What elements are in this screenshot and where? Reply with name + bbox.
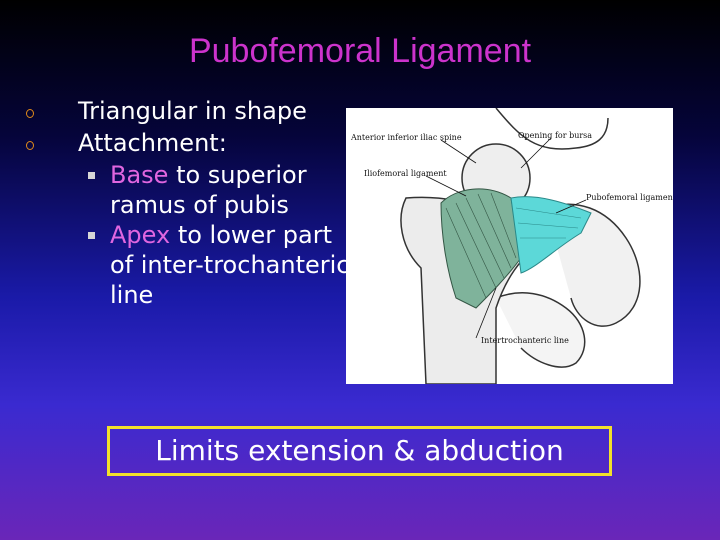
bullet-item: Triangular in shape	[26, 96, 356, 126]
square-bullet-icon	[88, 172, 95, 179]
label-bursa: Opening for bursa	[518, 131, 592, 140]
bullet-text: Triangular in shape	[78, 97, 307, 125]
label-aiis: Anterior inferior iliac spine	[350, 133, 462, 142]
circle-bullet-icon	[26, 109, 34, 118]
label-intertrochanteric: Intertrochanteric line	[481, 336, 569, 345]
bullet-list: Triangular in shape Attachment: Base to …	[26, 96, 356, 310]
circle-bullet-icon	[26, 141, 34, 150]
label-iliofemoral: Iliofemoral ligament	[364, 169, 447, 178]
hip-ligament-illustration: Anterior inferior iliac spine Opening fo…	[346, 108, 673, 384]
highlight-term: Base	[110, 161, 169, 189]
sub-bullet-item: Apex to lower part of inter-trochanteric…	[26, 220, 356, 310]
square-bullet-icon	[88, 232, 95, 239]
bullet-text: Attachment:	[78, 129, 227, 157]
bullet-item: Attachment:	[26, 128, 356, 158]
label-pubofemoral: Pubofemoral ligament	[586, 193, 673, 202]
highlight-term: Apex	[110, 221, 171, 249]
callout-box: Limits extension & abduction	[107, 426, 612, 476]
sub-bullet-item: Base to superior ramus of pubis	[26, 160, 356, 220]
hip-anatomy-drawing: Anterior inferior iliac spine Opening fo…	[350, 108, 673, 384]
sub-bullet-text: to superior ramus of pubis	[110, 161, 307, 219]
slide-title: Pubofemoral Ligament	[188, 32, 532, 70]
sub-bullet-text: to lower part of inter-trochanteric line	[110, 221, 350, 309]
